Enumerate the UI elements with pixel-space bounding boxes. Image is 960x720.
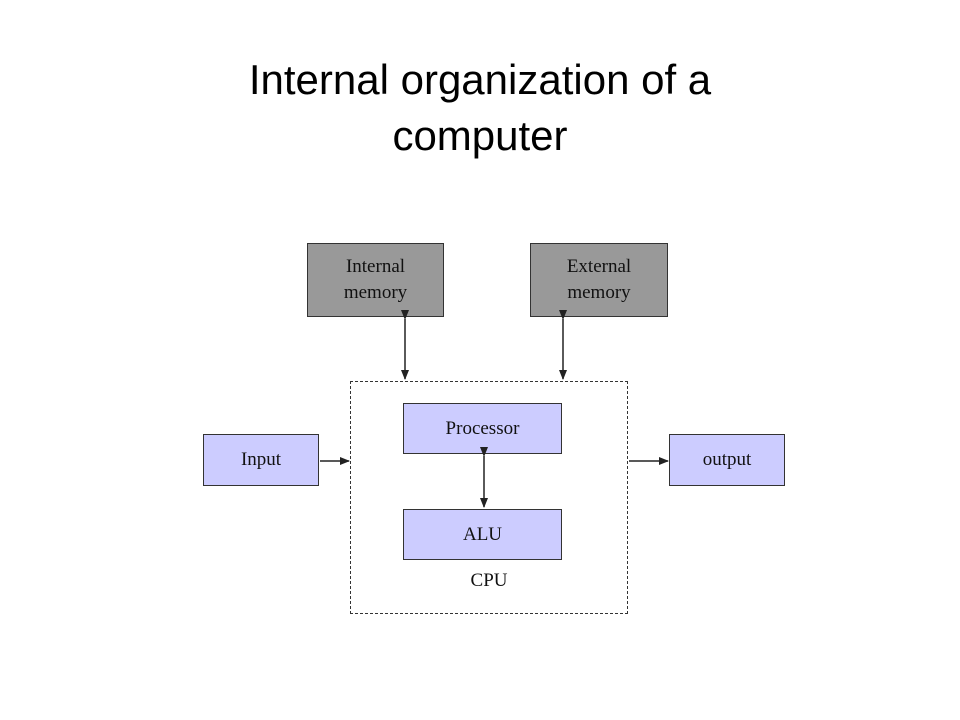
output-label: output: [702, 449, 752, 470]
cpu-boundary: [350, 381, 628, 614]
external-memory-label-1: External: [566, 256, 632, 277]
slide-title-line-2: computer: [392, 112, 568, 159]
external-memory-label-2: memory: [567, 282, 631, 303]
processor-box: Processor: [403, 403, 562, 454]
internal-memory-label-1: Internal: [345, 256, 406, 277]
cpu-label: CPU: [470, 570, 508, 591]
input-label: Input: [240, 449, 282, 470]
slide-title-line-1: Internal organization of a: [248, 56, 712, 103]
processor-label: Processor: [445, 417, 520, 439]
internal-memory-box: Internal memory: [307, 243, 444, 317]
input-box: Input: [203, 434, 319, 486]
alu-label: ALU: [462, 523, 503, 545]
alu-box: ALU: [403, 509, 562, 560]
slide-title: Internal organization of a computer: [80, 52, 880, 164]
output-box: output: [669, 434, 785, 486]
internal-memory-label-2: memory: [343, 282, 408, 303]
external-memory-box: External memory: [530, 243, 668, 317]
